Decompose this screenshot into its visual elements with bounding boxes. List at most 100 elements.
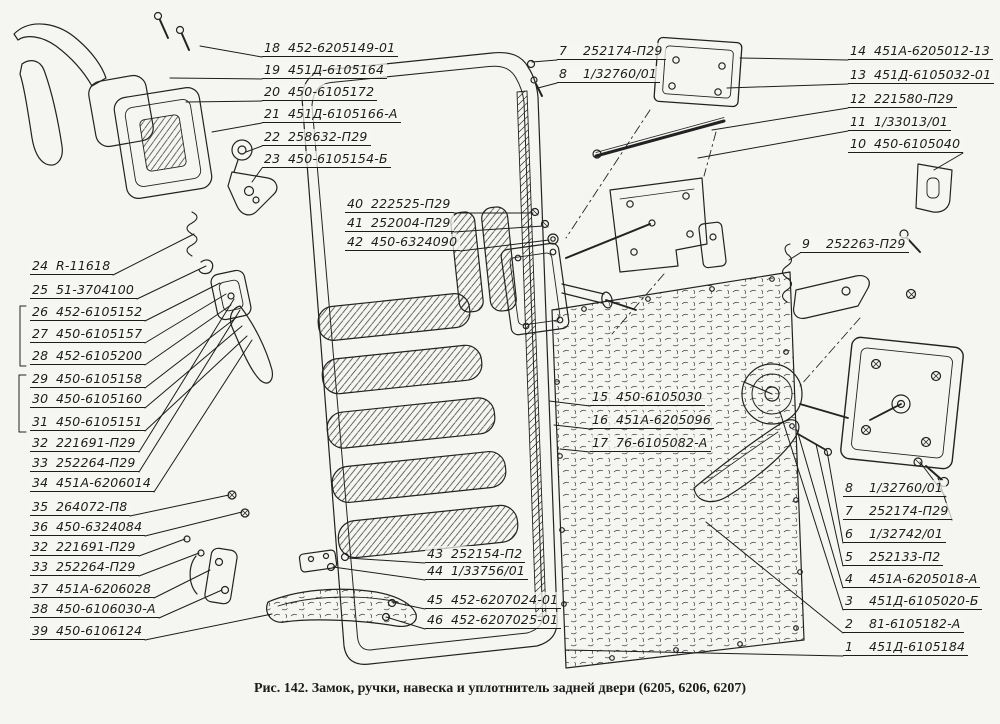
part-code: 252264-П29	[56, 455, 136, 470]
leader-line	[185, 100, 263, 103]
part-code: 252154-П2	[451, 546, 523, 561]
leader-line	[153, 569, 211, 599]
upper-hinge-pin	[526, 59, 536, 69]
part-number: 18	[264, 40, 281, 55]
part-code: 450-6105160	[56, 391, 143, 406]
part-code: 450-6324090	[371, 234, 458, 249]
part-code: 252133-П2	[869, 549, 941, 564]
part-code: 451А-6205018-А	[869, 571, 978, 586]
leader-line	[144, 613, 273, 641]
part-code: 252263-П29	[826, 236, 906, 251]
part-callout: 44 1/33756/01	[425, 563, 529, 580]
part-code: 451Д-6105164	[288, 62, 385, 77]
part-code: 450-6105157	[56, 326, 143, 341]
part-number: 3	[845, 593, 854, 608]
part-code: 450-6105158	[56, 371, 143, 386]
leader-line	[136, 265, 207, 300]
part-number: 28	[32, 348, 49, 363]
leader-line	[565, 649, 844, 657]
leader-line	[245, 145, 263, 153]
part-code: 252264-П29	[56, 559, 136, 574]
leader-line	[391, 601, 426, 610]
trim-panel	[551, 271, 805, 669]
part-number: 4	[845, 571, 854, 586]
leader-line	[144, 325, 243, 409]
part-callout: 4 451А-6205018-А	[843, 571, 981, 588]
retainer-clip	[198, 259, 214, 275]
part-number: 9	[802, 236, 811, 251]
latch-spring	[781, 243, 793, 303]
part-code: 451Д-6105020-Б	[869, 593, 979, 608]
mount-bolts-icon	[153, 11, 190, 51]
part-code: 81-6105182-А	[869, 616, 961, 631]
part-code: 451А-6205012-13	[874, 43, 991, 58]
part-code: 1/32742/01	[869, 526, 944, 541]
part-number: 41	[347, 215, 364, 230]
part-code: 258632-П29	[288, 129, 368, 144]
leader-line	[144, 304, 232, 366]
part-callout: 33 252264-П29	[30, 559, 139, 576]
part-number: 32	[32, 539, 49, 554]
leader-line	[531, 59, 558, 63]
part-code: 450-6106124	[56, 623, 143, 638]
part-code: 450-6105172	[288, 84, 375, 99]
part-number: 44	[427, 563, 444, 578]
part-number: 8	[845, 480, 854, 495]
leader-line	[144, 293, 227, 344]
part-number: 38	[32, 601, 49, 616]
part-number: 43	[427, 546, 444, 561]
part-code: 452-6205149-01	[288, 40, 396, 55]
part-number: 11	[850, 114, 867, 129]
leader-line	[144, 511, 243, 537]
part-number: 37	[32, 581, 49, 596]
part-number: 25	[32, 282, 49, 297]
leader-line	[158, 589, 223, 619]
part-code: 221580-П29	[874, 91, 954, 106]
part-code: 221691-П29	[56, 539, 136, 554]
part-number: 33	[32, 559, 49, 574]
leader-line	[826, 450, 844, 544]
part-code: 452-6105152	[56, 304, 143, 319]
part-callout: 18 452-6205149-01	[262, 40, 399, 57]
part-number: 27	[32, 326, 49, 341]
leader-line	[332, 566, 426, 581]
leader-line	[144, 282, 221, 322]
part-callout: 3 451Д-6105020-Б	[843, 593, 982, 610]
part-callout: 28 452-6105200	[30, 348, 146, 365]
part-number: 45	[427, 592, 444, 607]
part-code: 252174-П29	[583, 43, 663, 58]
part-number: 15	[592, 389, 609, 404]
leader-line	[153, 339, 253, 493]
leader-line	[788, 252, 801, 261]
part-number: 23	[264, 151, 281, 166]
part-code: 1/33756/01	[451, 563, 526, 578]
part-code: 76-6105082-А	[616, 435, 708, 450]
part-code: 452-6105200	[56, 348, 143, 363]
leader-line	[779, 411, 844, 611]
leader-line	[553, 424, 591, 430]
door-frame	[301, 51, 558, 665]
